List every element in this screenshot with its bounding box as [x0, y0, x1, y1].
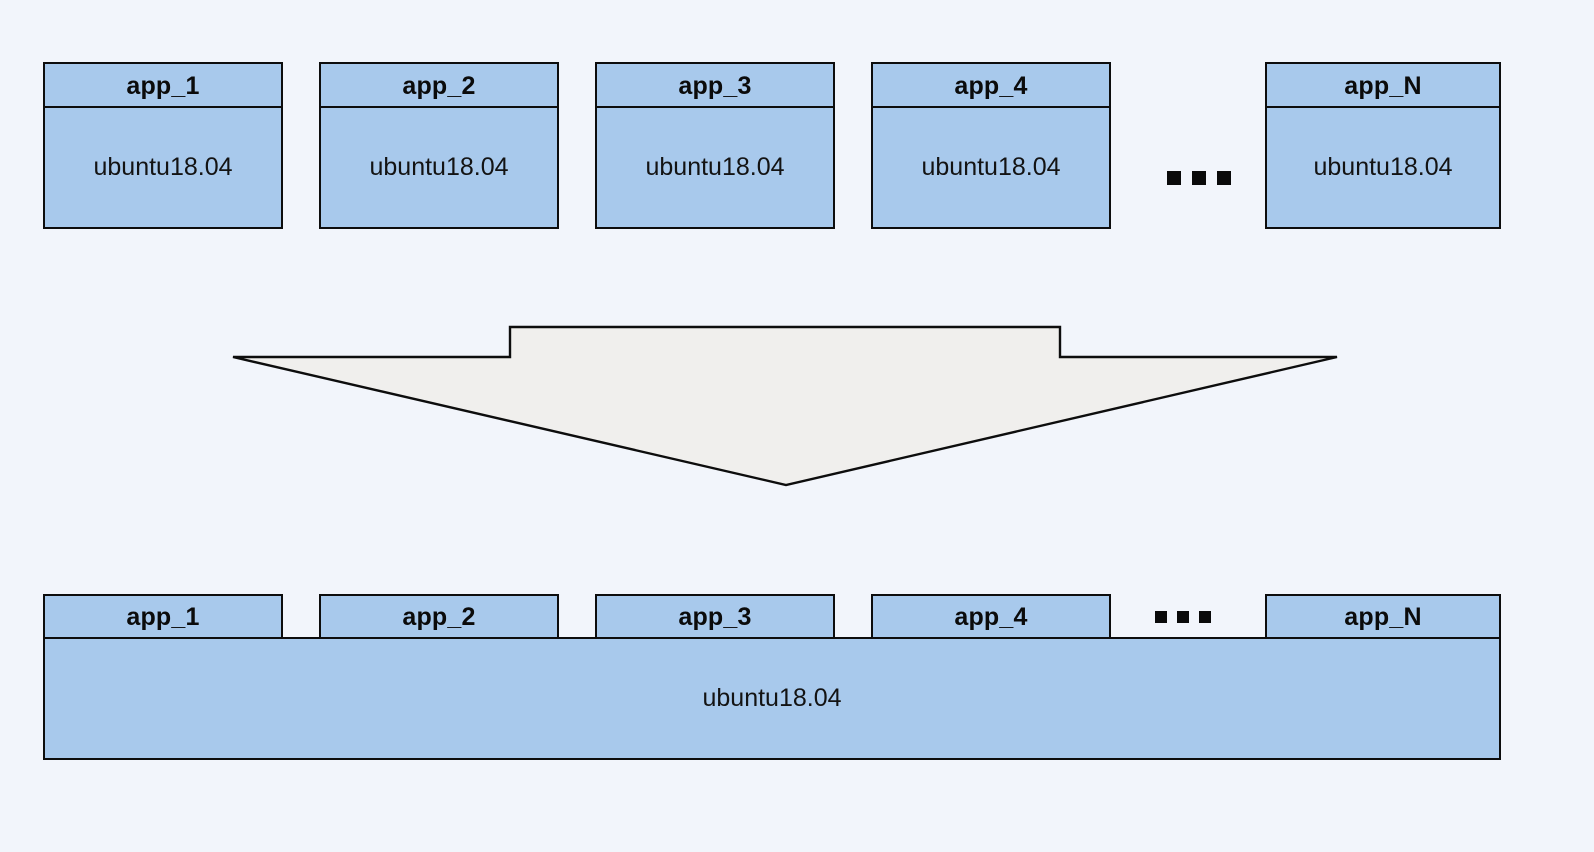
- vm-box-os-label: ubuntu18.04: [645, 153, 785, 181]
- vm-box-os-label: ubuntu18.04: [921, 153, 1061, 181]
- vm-box-title: app_3: [597, 64, 833, 108]
- vm-box-title: app_4: [873, 64, 1109, 108]
- vm-box-title: app_N: [1267, 64, 1499, 108]
- container-app-4[interactable]: app_4: [871, 594, 1111, 639]
- vm-box-app-n[interactable]: app_N ubuntu18.04: [1265, 62, 1501, 229]
- container-app-2[interactable]: app_2: [319, 594, 559, 639]
- vm-box-os-label: ubuntu18.04: [1313, 153, 1453, 181]
- vm-box-title: app_1: [45, 64, 281, 108]
- shared-os-label: ubuntu18.04: [702, 684, 842, 712]
- transition-arrow-down-icon: [225, 318, 1350, 498]
- container-app-title: app_4: [954, 603, 1028, 631]
- container-app-title: app_2: [402, 603, 476, 631]
- container-app-n[interactable]: app_N: [1265, 594, 1501, 639]
- container-app-title: app_3: [678, 603, 752, 631]
- container-app-title: app_1: [126, 603, 200, 631]
- vm-box-os-label: ubuntu18.04: [369, 153, 509, 181]
- vm-box-app-2[interactable]: app_2 ubuntu18.04: [319, 62, 559, 229]
- shared-os-base[interactable]: ubuntu18.04: [43, 637, 1501, 760]
- vm-box-title: app_2: [321, 64, 557, 108]
- container-app-title: app_N: [1344, 603, 1422, 631]
- vm-box-app-3[interactable]: app_3 ubuntu18.04: [595, 62, 835, 229]
- bottom-row-ellipsis-icon: [1155, 611, 1211, 623]
- vm-box-app-4[interactable]: app_4 ubuntu18.04: [871, 62, 1111, 229]
- vm-box-app-1[interactable]: app_1 ubuntu18.04: [43, 62, 283, 229]
- container-app-1[interactable]: app_1: [43, 594, 283, 639]
- container-app-3[interactable]: app_3: [595, 594, 835, 639]
- top-row-ellipsis-icon: [1167, 171, 1231, 185]
- vm-box-os-label: ubuntu18.04: [93, 153, 233, 181]
